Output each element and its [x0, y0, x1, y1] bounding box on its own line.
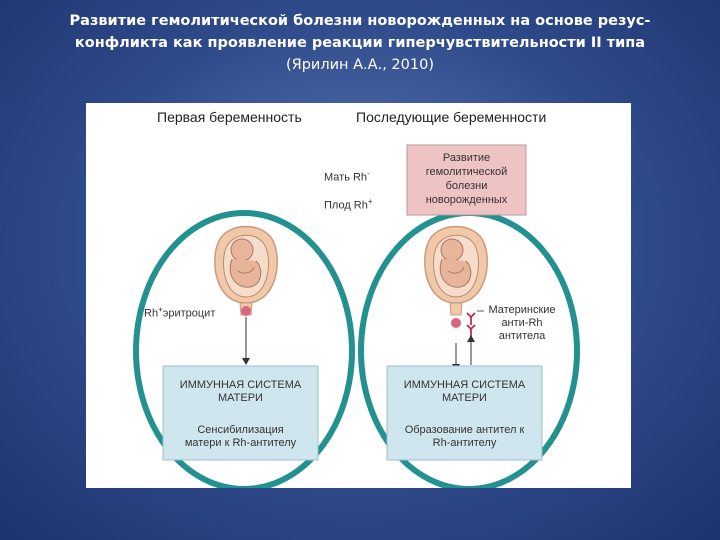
disease-box	[406, 144, 527, 216]
right-box-title-line-1: ИММУННАЯ СИСТЕМА	[403, 379, 526, 391]
disease-line-1: Развитие	[442, 152, 491, 164]
fetus-rh-text: Плод Rh	[324, 199, 368, 212]
right-box-text-line-1: Образование антител к	[404, 424, 525, 436]
right-uterus-illustration	[424, 225, 488, 316]
left-box-text-line-2: матери к Rh-антителу	[184, 437, 297, 449]
antibodies-line-2: анти-Rh	[501, 317, 543, 329]
left-box-title-line-2: МАТЕРИ	[218, 392, 263, 404]
disease-line-4: новорожденных	[425, 194, 508, 206]
right-immune-box	[386, 365, 543, 461]
left-box-text: Сенсибилизация матери к Rh-антителу	[163, 424, 318, 450]
right-box-title: ИММУННАЯ СИСТЕМА МАТЕРИ	[387, 379, 542, 405]
left-uterus-illustration	[214, 225, 278, 316]
rh-sup: +	[158, 305, 163, 314]
right-box-text: Образование антител к Rh-антителу	[387, 424, 542, 450]
right-box-text-line-2: Rh-антителу	[432, 437, 497, 449]
antibodies-line-1: Материнские	[488, 304, 556, 316]
mother-rh-sign: -	[367, 169, 370, 178]
rh-prefix: Rh	[144, 307, 159, 320]
antibody-markers	[466, 312, 476, 337]
disease-line-3: болезни	[445, 180, 488, 192]
heading-next-pregnancies: Последующие беременности	[356, 109, 547, 125]
antibodies-label: Материнские анти-Rh антитела	[482, 304, 562, 343]
disease-line-2: гемолитической	[425, 166, 508, 178]
diagram-graphics	[133, 144, 580, 488]
left-box-title: ИММУННАЯ СИСТЕМА МАТЕРИ	[163, 379, 318, 405]
left-box-title-line-1: ИММУННАЯ СИСТЕМА	[179, 379, 302, 391]
title-line-1: Развитие гемолитической болезни новорожд…	[69, 13, 651, 29]
left-immune-box	[162, 365, 319, 461]
fetus-rh-sign: +	[367, 197, 373, 206]
disease-box-text: Развитие гемолитической болезни новорожд…	[407, 151, 526, 207]
title-line-2: конфликта как проявление реакции гиперчу…	[74, 35, 646, 51]
rh-erythrocyte-label: Rh+эритроцит	[144, 305, 215, 320]
rh-suffix: эритроцит	[162, 307, 216, 320]
left-ellipse	[133, 210, 355, 488]
citation: (Ярилин А.А., 2010)	[286, 57, 434, 73]
heading-first-pregnancy: Первая беременность	[157, 109, 302, 125]
left-box-text-line-1: Сенсибилизация	[197, 424, 284, 436]
slide-title: Развитие гемолитической болезни новорожд…	[20, 10, 700, 76]
diagram-figure: Первая беременность Последующие беременн…	[86, 103, 631, 488]
right-box-title-line-2: МАТЕРИ	[442, 392, 487, 404]
fetus-rh-label: Плод Rh+	[324, 197, 373, 212]
mother-rh-text: Мать Rh	[324, 171, 368, 184]
left-rh-cell	[241, 306, 251, 316]
mother-rh-label: Мать Rh-	[324, 169, 370, 184]
antibodies-line-3: антитела	[498, 330, 546, 342]
right-rh-cell	[451, 318, 461, 328]
